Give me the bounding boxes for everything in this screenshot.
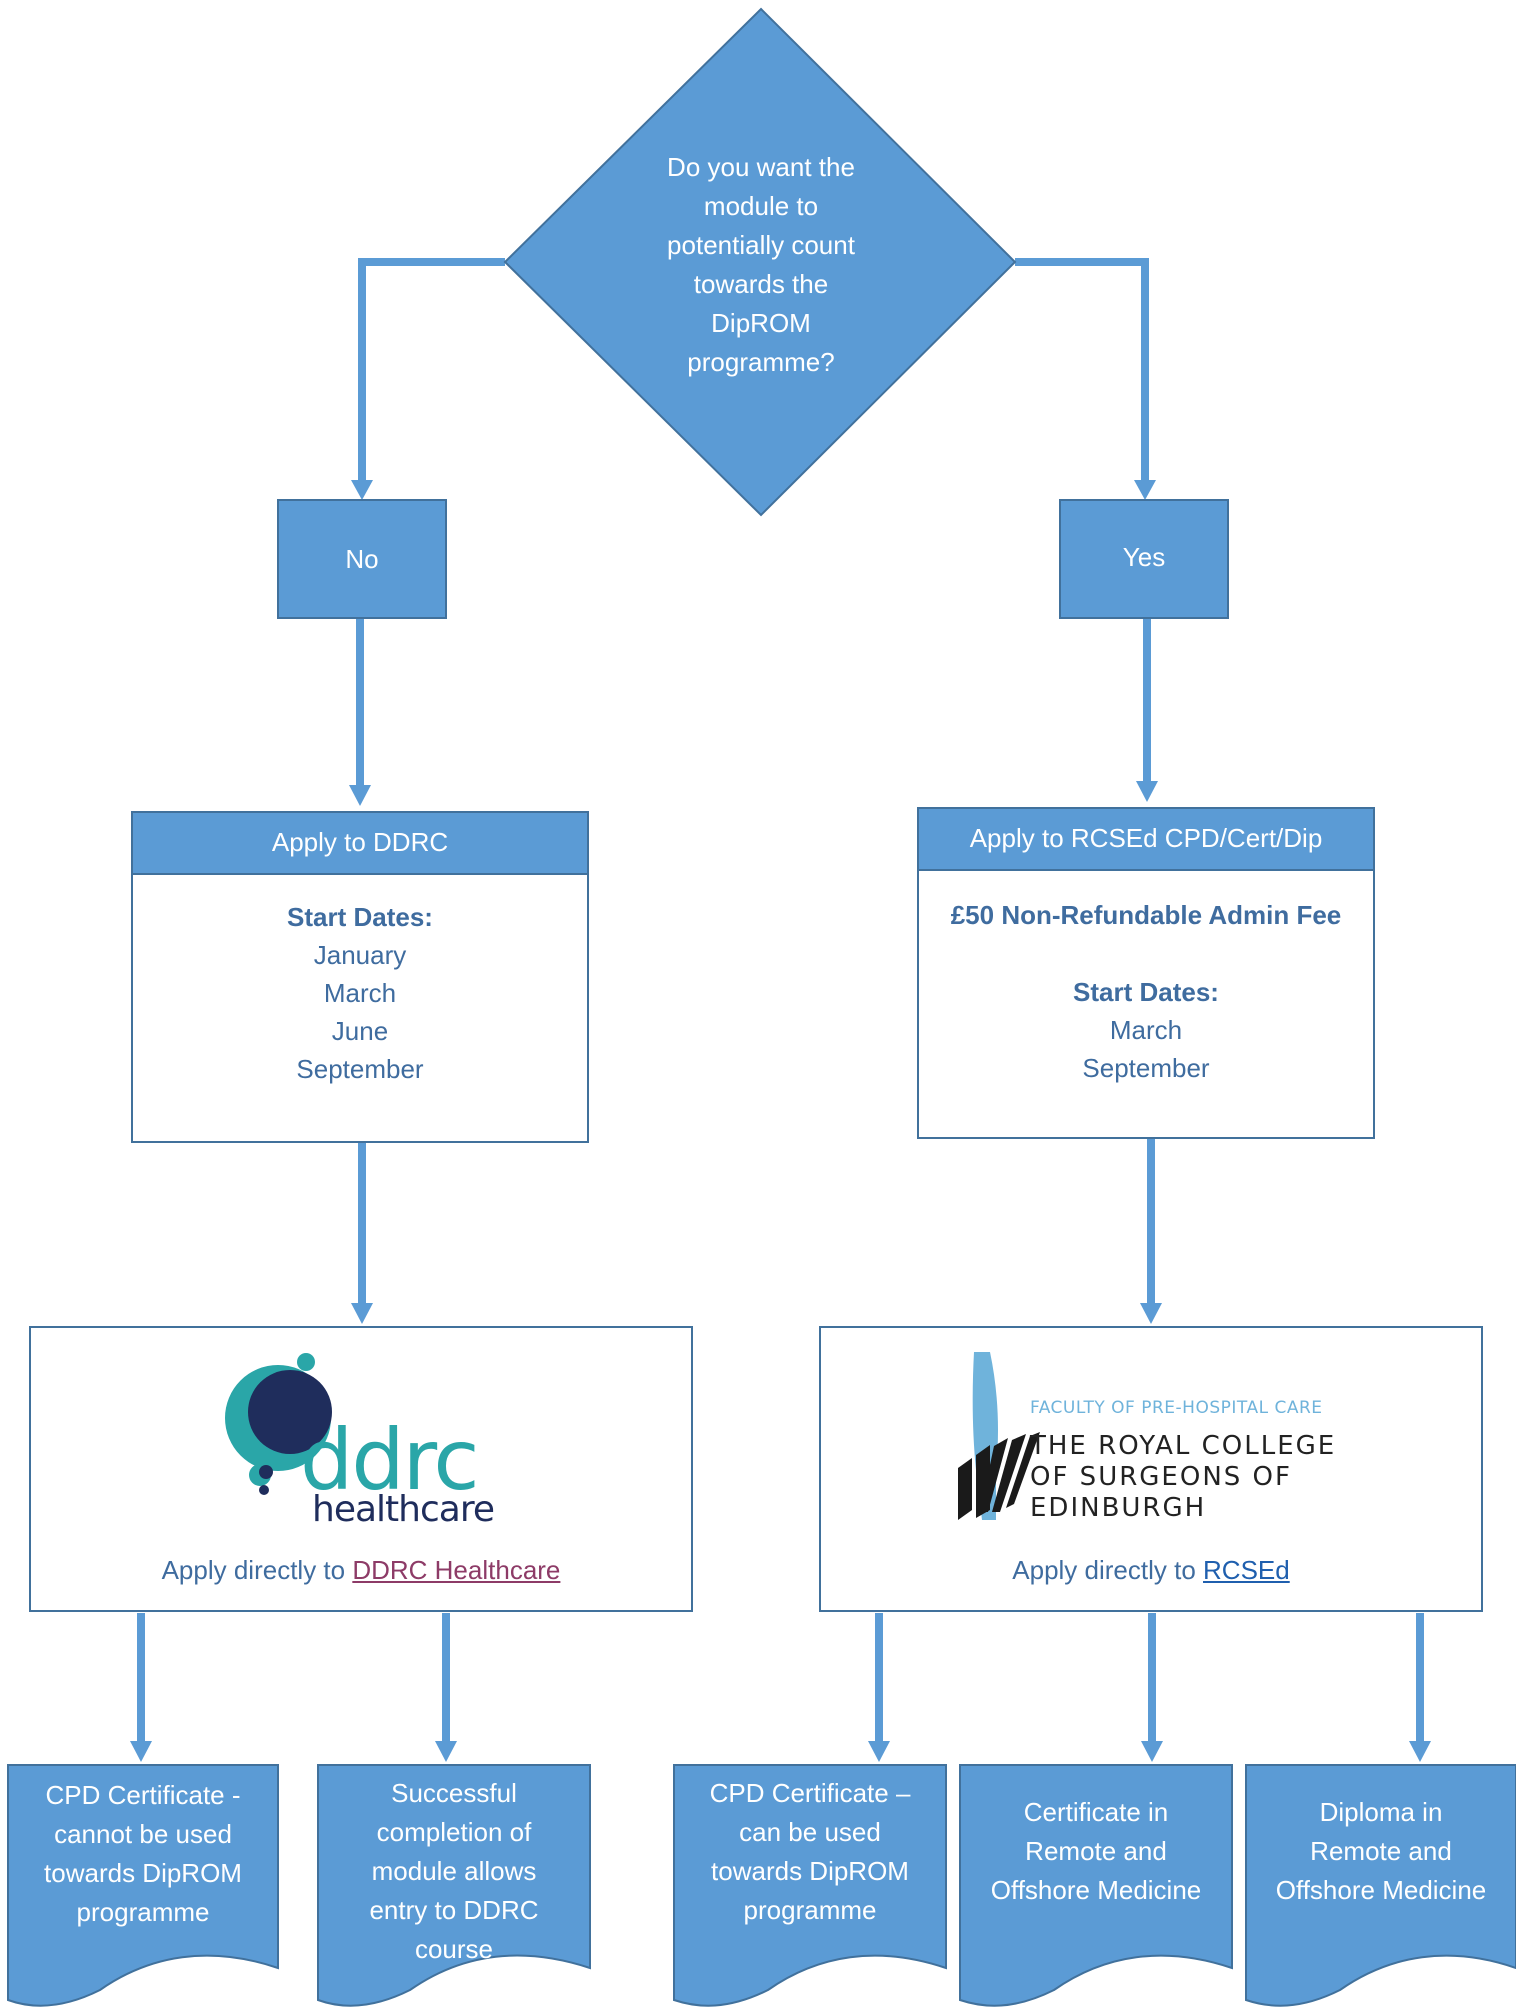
rcsed-header-label: Apply to RCSEd CPD/Cert/Dip (969, 823, 1323, 853)
yes-label: Yes (1122, 542, 1166, 572)
rcsed-start-dates-label: Start Dates: (1073, 977, 1219, 1007)
ddrc-logo-wordmark: ddrc (300, 1411, 480, 1509)
ddrc-header-bar (131, 811, 589, 875)
decision-line: module to (703, 191, 819, 221)
outcome-line: entry to DDRC (369, 1895, 539, 1925)
arrowhead-outcome-1 (130, 1741, 152, 1762)
outcome-line: towards DipROM (44, 1858, 242, 1888)
ddrc-header-label: Apply to DDRC (271, 827, 449, 857)
outcome-shape-5 (1245, 1764, 1516, 2007)
ddrc-logo-bubble-2 (259, 1465, 273, 1479)
outcome-line: Remote and (1025, 1836, 1167, 1866)
ddrc-logo-box (29, 1326, 693, 1612)
decision-line: potentially count (667, 230, 855, 260)
rcsed-date: March (1109, 1015, 1183, 1045)
connector-decision-to-yes (1015, 258, 1149, 485)
rcsed-logo-stripes (958, 1432, 1040, 1520)
ddrc-date: September (296, 1054, 424, 1084)
rcsed-apply-text: Apply directly to RCSEd (820, 1551, 1482, 1589)
rcsed-logo (958, 1352, 1040, 1520)
ddrc-apply-prefix: Apply directly to (161, 1555, 353, 1585)
arrowhead-rcsed-logo (1140, 1303, 1162, 1324)
arrowhead-outcome-5 (1409, 1741, 1431, 1762)
outcome-shape-3 (673, 1764, 947, 2007)
ddrc-apply-text: Apply directly to DDRC Healthcare (30, 1551, 692, 1589)
outcome-line: can be used (739, 1817, 881, 1847)
decision-line: Do you want the (667, 152, 855, 182)
outcome-shape-2 (317, 1764, 591, 2007)
rcsed-fee: £50 Non-Refundable Admin Fee (950, 900, 1342, 930)
outcome-line: Offshore Medicine (1275, 1875, 1487, 1905)
rcsed-logo-line-2: OF SURGEONS OF (1030, 1462, 1292, 1492)
decision-diamond (503, 7, 1017, 517)
rcsed-logo-line-3: EDINBURGH (1030, 1493, 1207, 1523)
connector-decision-to-no (358, 258, 505, 485)
arrowhead-no (351, 480, 373, 500)
outcome-line: CPD Certificate – (709, 1778, 911, 1808)
ddrc-start-dates-label: Start Dates: (287, 902, 433, 932)
outcome-line: module allows (371, 1856, 537, 1886)
rcsed-logo-line-1: THE ROYAL COLLEGE (1030, 1431, 1337, 1461)
rcsed-apply-prefix: Apply directly to (1012, 1555, 1204, 1585)
rcsed-link[interactable]: RCSEd (1203, 1555, 1290, 1585)
outcome-line: Successful (391, 1778, 517, 1808)
outcome-line: Certificate in (1023, 1797, 1169, 1827)
no-label: No (345, 544, 379, 574)
outcome-5-text: Diploma in Remote and Offshore Medicine (1246, 1793, 1516, 1910)
ddrc-date: January (313, 940, 407, 970)
ddrc-logo (225, 1353, 332, 1495)
arrowhead-yes (1134, 480, 1156, 500)
arrowhead-outcome-4 (1141, 1741, 1163, 1762)
arrowhead-ddrc-logo (351, 1303, 373, 1324)
arrowhead-ddrc (349, 785, 371, 806)
ddrc-logo-small-ring (297, 1353, 315, 1371)
outcome-line: programme (76, 1897, 210, 1927)
rcsed-logo-box (819, 1326, 1483, 1612)
decision-line: programme? (687, 347, 835, 377)
no-box (277, 499, 447, 619)
outcome-1-text: CPD Certificate - cannot be used towards… (8, 1776, 278, 1932)
ddrc-start-dates: Start Dates: January March June Septembe… (132, 898, 588, 1088)
decision-line: DipROM (711, 308, 811, 338)
rcsed-header-bar (917, 807, 1375, 871)
outcome-line: programme (743, 1895, 877, 1925)
outcome-shape-1 (7, 1764, 279, 2007)
ddrc-healthcare-link[interactable]: DDRC Healthcare (352, 1555, 561, 1585)
arrowhead-outcome-3 (868, 1741, 890, 1762)
outcome-line: Offshore Medicine (990, 1875, 1202, 1905)
rcsed-start-dates: Start Dates: March September (918, 973, 1374, 1087)
yes-box (1059, 499, 1229, 619)
outcome-line: towards DipROM (711, 1856, 909, 1886)
outcome-shape-4 (959, 1764, 1233, 2007)
rcsed-date: September (1082, 1053, 1210, 1083)
ddrc-date: June (331, 1016, 389, 1046)
ddrc-logo-subtext: healthcare (312, 1489, 495, 1530)
decision-line: towards the (693, 269, 829, 299)
arrowhead-outcome-2 (435, 1741, 457, 1762)
ddrc-date: March (323, 978, 397, 1008)
outcome-4-text: Certificate in Remote and Offshore Medic… (960, 1793, 1232, 1910)
outcome-line: Remote and (1310, 1836, 1452, 1866)
ddrc-logo-bubble-3 (259, 1485, 269, 1495)
outcome-line: Diploma in (1319, 1797, 1443, 1827)
outcome-line: CPD Certificate - (45, 1780, 241, 1810)
outcome-line: course (414, 1934, 494, 1960)
outcome-2-text: Successful completion of module allows e… (318, 1774, 590, 1960)
arrowhead-rcsed (1136, 781, 1158, 802)
outcome-3-text: CPD Certificate – can be used towards Di… (674, 1774, 946, 1930)
outcome-line: cannot be used (54, 1819, 232, 1849)
ddrc-logo-navy-circle (248, 1370, 332, 1454)
outcome-line: completion of (376, 1817, 532, 1847)
decision-text: Do you want the module to potentially co… (615, 148, 907, 382)
rcsed-logo-faculty: FACULTY OF PRE-HOSPITAL CARE (1030, 1398, 1323, 1418)
